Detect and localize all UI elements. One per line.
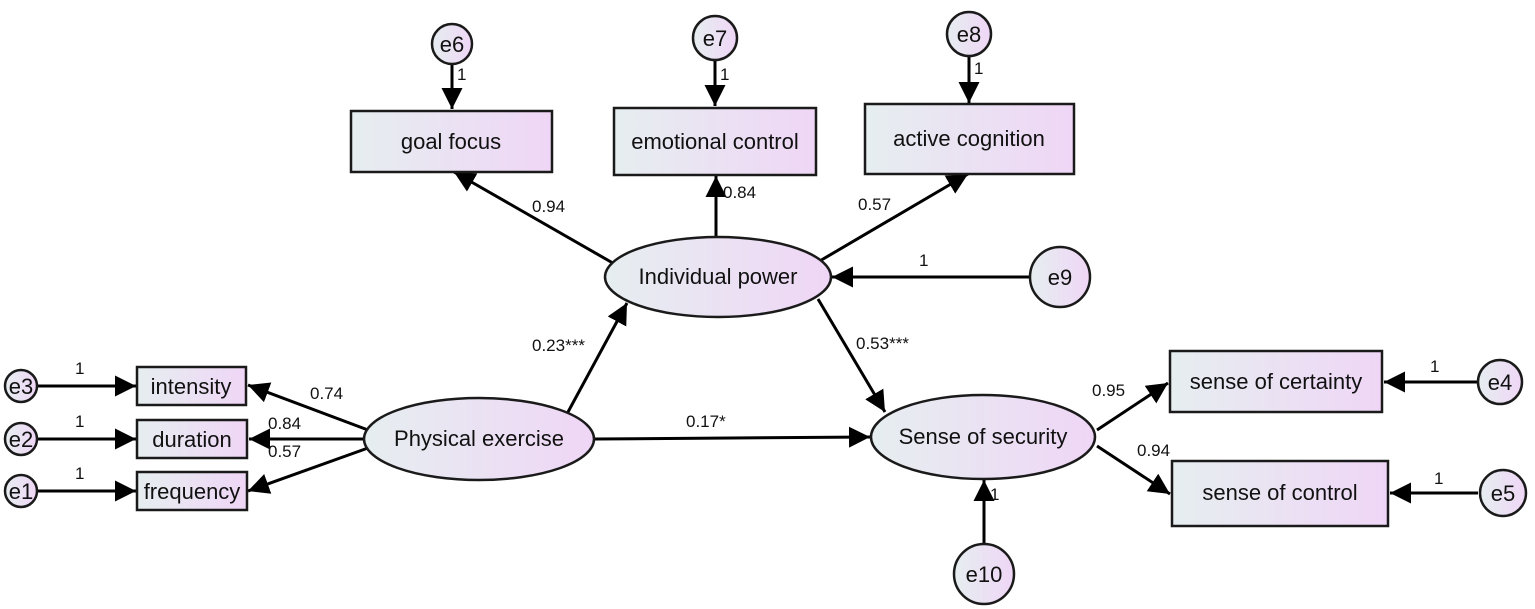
path-ss-certainty xyxy=(1096,381,1169,432)
coef-ip-ss: 0.53*** xyxy=(856,334,909,353)
error-e7-label: e7 xyxy=(703,26,727,51)
goal-focus-box: goal focus xyxy=(349,109,554,174)
coef-e5-control: 1 xyxy=(1434,469,1443,488)
coef-e7-emotional-control: 1 xyxy=(720,65,729,84)
coef-pe-ss: 0.17* xyxy=(686,412,726,431)
error-e5-label: e5 xyxy=(1491,481,1515,506)
error-e10: e10 xyxy=(952,542,1016,606)
path-ip-active-cognition xyxy=(817,172,969,264)
path-ip-ss xyxy=(816,298,887,413)
coef-pe-ip: 0.23*** xyxy=(532,336,585,355)
physical-exercise-label: Physical exercise xyxy=(394,426,564,451)
active-cognition-box: active cognition xyxy=(863,102,1076,176)
error-e1: e1 xyxy=(3,473,39,509)
error-e9: e9 xyxy=(1028,245,1092,309)
path-pe-frequency xyxy=(247,446,369,494)
error-e5: e5 xyxy=(1478,468,1528,518)
path-pe-ss xyxy=(594,426,871,448)
error-e2: e2 xyxy=(3,421,39,457)
intensity-box: intensity xyxy=(135,365,248,407)
error-e4: e4 xyxy=(1476,358,1524,406)
error-e8-label: e8 xyxy=(957,22,981,47)
path-pe-ip xyxy=(566,302,629,413)
sense-of-security-ellipse: Sense of security xyxy=(869,393,1097,481)
error-e3: e3 xyxy=(3,368,39,404)
intensity-label: intensity xyxy=(151,374,232,399)
path-ip-goal-focus xyxy=(453,170,619,268)
coef-pe-frequency: 0.57 xyxy=(268,442,301,461)
coef-pe-intensity: 0.74 xyxy=(310,384,343,403)
coef-ss-certainty: 0.95 xyxy=(1092,381,1125,400)
duration-label: duration xyxy=(152,427,232,452)
error-e7: e7 xyxy=(691,14,739,62)
frequency-label: frequency xyxy=(144,479,241,504)
individual-power-ellipse: Individual power xyxy=(603,235,833,319)
sense-of-control-box: sense of control xyxy=(1170,459,1390,528)
coef-e6-goal-focus: 1 xyxy=(457,65,466,84)
sense-of-control-label: sense of control xyxy=(1202,480,1357,505)
coef-e9-ip: 1 xyxy=(919,251,928,270)
emotional-control-label: emotional control xyxy=(631,129,799,154)
error-e1-label: e1 xyxy=(9,479,33,504)
coef-ip-active-cognition: 0.57 xyxy=(858,195,891,214)
coef-e10-ss: 1 xyxy=(990,485,999,504)
coef-pe-duration: 0.84 xyxy=(268,414,301,433)
error-e6-label: e6 xyxy=(440,32,464,57)
error-e8: e8 xyxy=(945,10,993,58)
frequency-box: frequency xyxy=(135,470,249,512)
coef-ss-control: 0.94 xyxy=(1137,441,1170,460)
coef-e1-frequency: 1 xyxy=(75,464,84,483)
coef-e4-certainty: 1 xyxy=(1430,357,1439,376)
individual-power-label: Individual power xyxy=(639,264,798,289)
coef-ip-emotional-control: 0.84 xyxy=(723,183,756,202)
error-e3-label: e3 xyxy=(9,374,33,399)
goal-focus-label: goal focus xyxy=(401,129,501,154)
duration-box: duration xyxy=(135,418,249,460)
error-e10-label: e10 xyxy=(966,562,1003,587)
sense-of-certainty-label: sense of certainty xyxy=(1190,369,1362,394)
sense-of-security-label: Sense of security xyxy=(899,424,1068,449)
error-e9-label: e9 xyxy=(1048,265,1072,290)
error-e4-label: e4 xyxy=(1488,370,1512,395)
physical-exercise-ellipse: Physical exercise xyxy=(362,396,596,482)
active-cognition-label: active cognition xyxy=(893,126,1045,151)
coef-e3-intensity: 1 xyxy=(75,359,84,378)
emotional-control-box: emotional control xyxy=(612,106,818,177)
path-ss-control xyxy=(1096,444,1171,496)
path-pe-intensity xyxy=(247,382,369,432)
coef-ip-goal-focus: 0.94 xyxy=(532,197,565,216)
coef-e2-duration: 1 xyxy=(75,412,84,431)
sense-of-certainty-box: sense of certainty xyxy=(1168,349,1384,414)
error-e6: e6 xyxy=(430,22,474,66)
coef-e8-active-cognition: 1 xyxy=(974,59,983,78)
error-e2-label: e2 xyxy=(9,427,33,452)
